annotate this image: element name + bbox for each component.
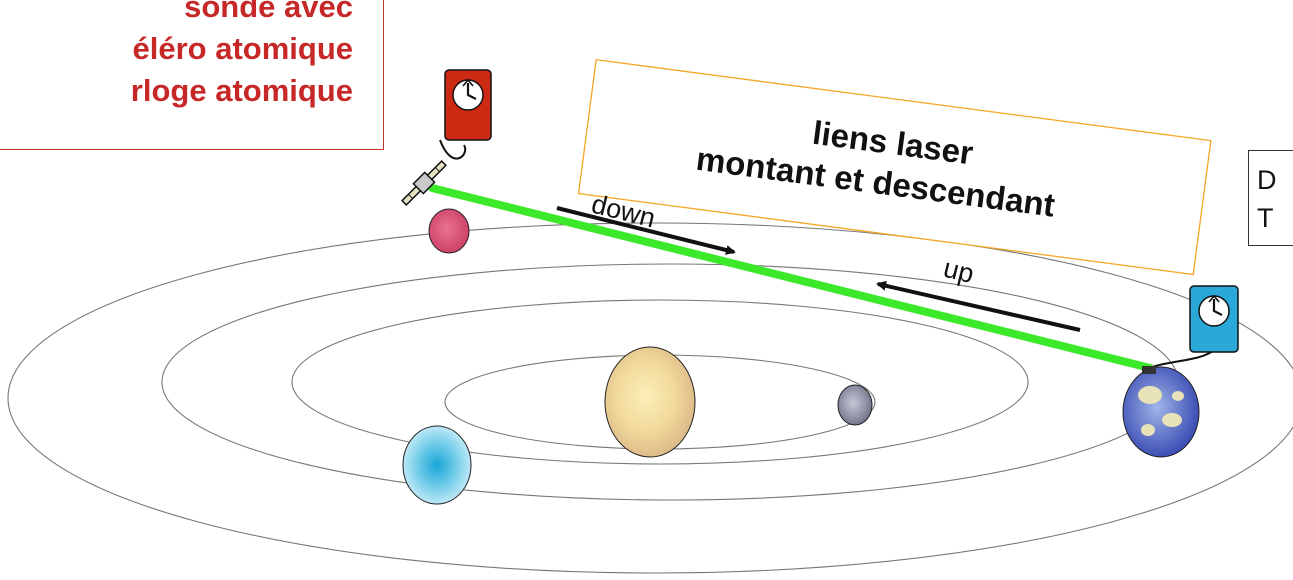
probe-caption-box: sonde avec éléro atomique rloge atomique xyxy=(0,0,384,150)
satellite-icon xyxy=(401,160,447,206)
clock-icon xyxy=(1142,285,1239,374)
up-label: up xyxy=(941,253,977,289)
arrow-up xyxy=(876,280,1081,332)
orbit-outer xyxy=(7,222,1293,574)
planet-icon xyxy=(837,384,873,426)
probe-caption-line2: éléro atomique xyxy=(132,31,354,66)
link-banner xyxy=(577,58,1212,276)
planet-icon xyxy=(402,425,472,505)
ground-caption-box: D T xyxy=(1248,150,1293,246)
sun-icon xyxy=(604,346,696,458)
orbit-second xyxy=(291,299,1029,465)
probe-caption-line3: rloge atomique xyxy=(130,73,353,108)
arrow-down xyxy=(556,206,736,255)
earth-icon xyxy=(1122,366,1200,458)
planet-icon xyxy=(428,208,470,254)
clock-icon xyxy=(439,69,492,160)
ground-caption-line2: T xyxy=(1257,203,1274,233)
probe-caption-line1: sonde avec xyxy=(184,0,353,24)
laser-link xyxy=(428,184,1154,372)
ground-caption-line1: D xyxy=(1257,165,1277,195)
